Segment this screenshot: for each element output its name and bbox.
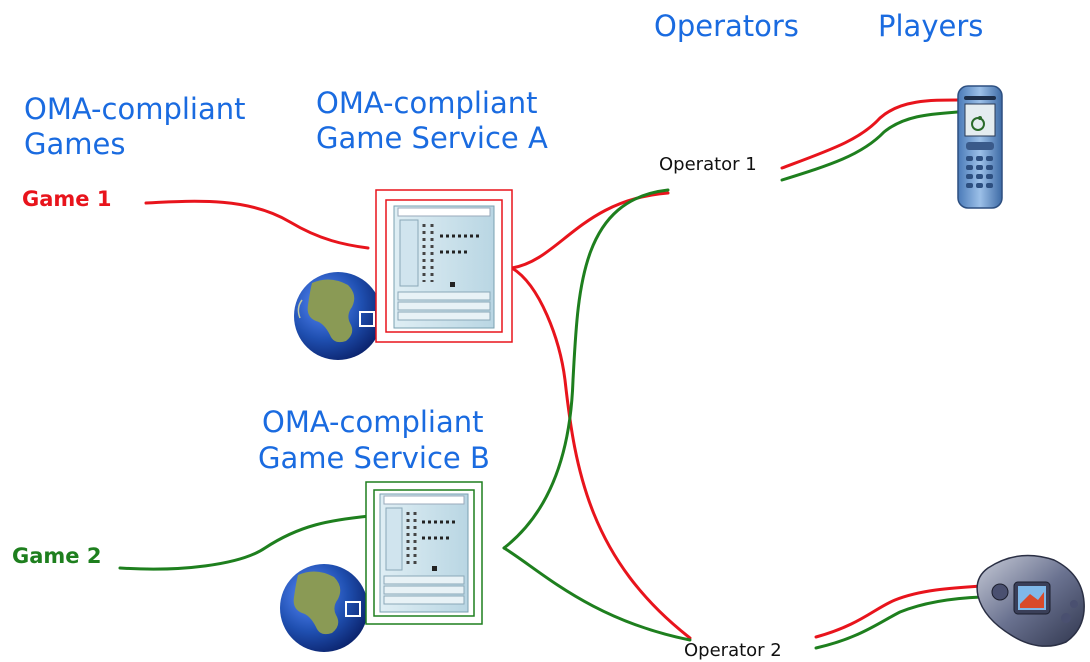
service-a-to-operator2-line <box>510 266 692 640</box>
service-a-header-line2: Game Service A <box>316 121 548 155</box>
players-header: Players <box>878 9 983 43</box>
games-header-line1: OMA-compliant <box>24 92 246 126</box>
service-b-to-operator2-line <box>502 546 692 642</box>
mobile-phone-icon <box>957 85 1003 209</box>
game-phone-icon <box>976 554 1085 647</box>
service-b-header-line1: OMA-compliant <box>262 405 484 439</box>
game2-to-service-b-line <box>118 514 372 571</box>
game-service-a-server <box>375 189 513 343</box>
operator1-to-phone1-green-line <box>780 110 960 182</box>
server-rack-icon <box>393 205 495 329</box>
operators-header: Operators <box>654 9 799 43</box>
globe-icon <box>294 272 382 360</box>
operator-2-label: Operator 2 <box>684 640 782 661</box>
operator2-to-phone2-green-line <box>814 595 984 650</box>
game-service-b-server <box>365 481 483 625</box>
operator1-to-phone1-red-line <box>780 98 960 170</box>
service-b-header-line2: Game Service B <box>258 441 490 475</box>
game-1-label: Game 1 <box>22 187 111 211</box>
globe-icon <box>280 564 368 652</box>
connection-lines <box>118 98 984 650</box>
server-rack-icon <box>379 493 469 613</box>
service-a-header-line1: OMA-compliant <box>316 86 538 120</box>
service-b-to-operator1-line <box>502 188 670 550</box>
game-2-label: Game 2 <box>12 544 101 568</box>
operator-1-label: Operator 1 <box>659 154 757 175</box>
operator2-to-phone2-red-line <box>814 584 984 639</box>
games-header-line2: Games <box>24 127 125 161</box>
game1-to-service-a-line <box>144 199 370 250</box>
